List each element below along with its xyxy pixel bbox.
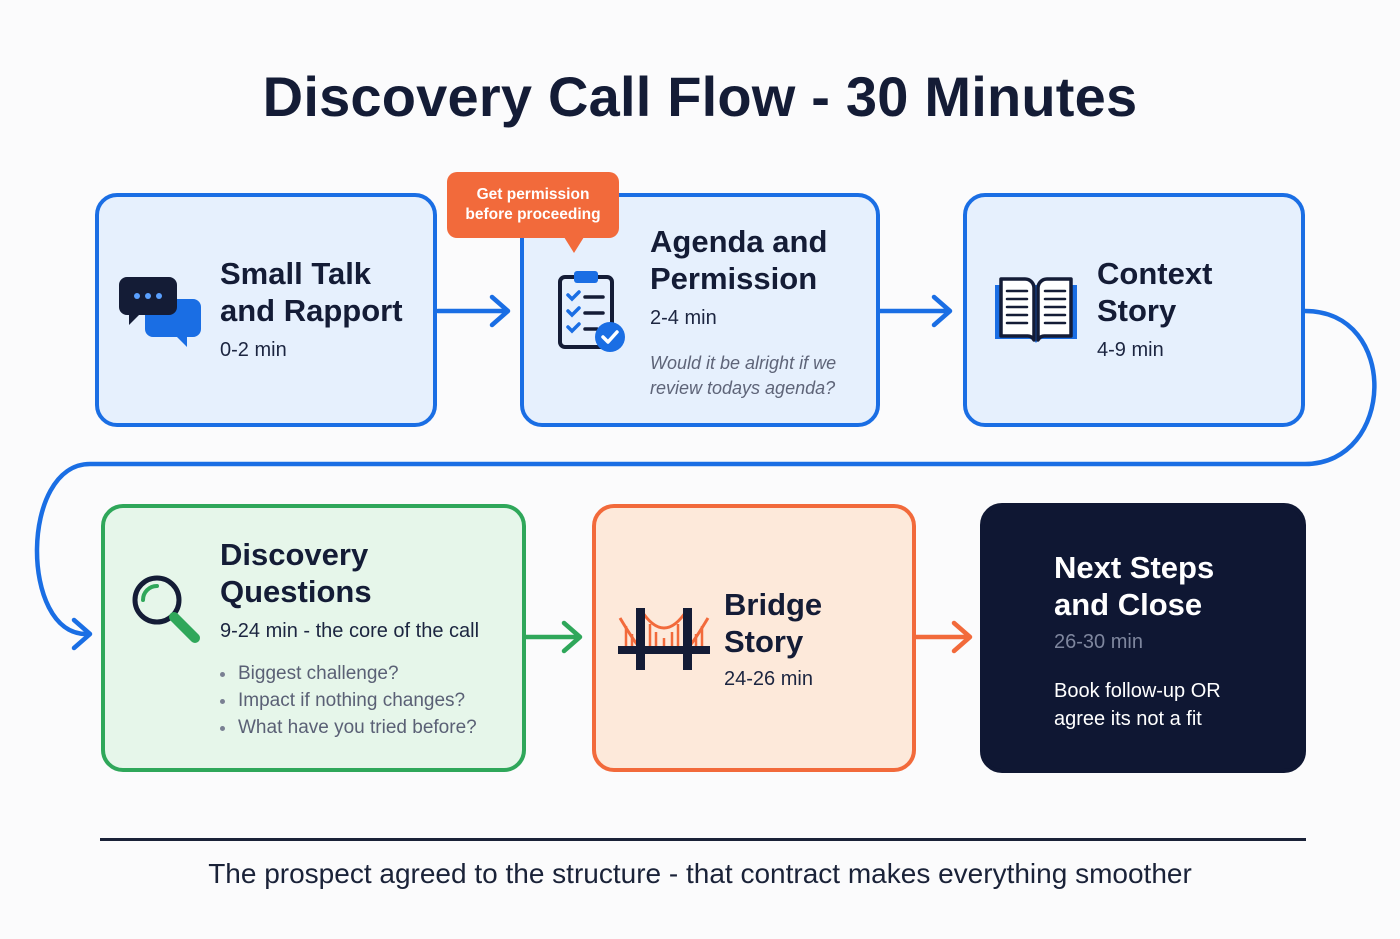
step-time: 4-9 min	[1097, 339, 1164, 361]
quote-line1: Would it be alright if we	[650, 353, 837, 373]
step-time: 0-2 min	[220, 339, 287, 361]
step-small-talk: Small Talk and Rapport 0-2 min	[95, 193, 437, 427]
step-title-line2: Story	[724, 624, 804, 659]
arrow-step2-to-step3	[877, 294, 953, 328]
step-title-line2: and Close	[1054, 587, 1203, 622]
step-time: 9-24 min - the core of the call	[220, 620, 480, 642]
step-context-story: Context Story 4-9 min	[963, 193, 1305, 427]
step-next-steps-close: Next Steps and Close 26-30 min Book foll…	[980, 503, 1306, 773]
note-line2: agree its not a fit	[1054, 708, 1202, 730]
step-bridge-story: Bridge Story 24-26 min	[592, 504, 916, 772]
step-title-line2: and Rapport	[220, 293, 403, 328]
step-title-line1: Discovery	[220, 537, 369, 572]
bridge-icon	[618, 608, 710, 670]
page-title: Discovery Call Flow - 30 Minutes	[262, 65, 1138, 128]
step-title-line1: Agenda and	[650, 224, 828, 259]
step-note: Book follow-up OR agree its not a fit	[1054, 677, 1221, 733]
open-book-icon	[995, 277, 1077, 343]
arrow-step4-to-step5	[523, 620, 583, 654]
callout-tail	[564, 237, 584, 253]
magnifier-icon	[132, 575, 200, 643]
checklist-clipboard-icon	[558, 271, 625, 352]
arrow-row-wrap	[34, 308, 1377, 637]
permission-callout: Get permission before proceeding	[447, 172, 619, 238]
list-item: Impact if nothing changes?	[218, 687, 477, 714]
step-title-line2: Questions	[220, 574, 372, 609]
step-time: 26-30 min	[1054, 631, 1143, 653]
step-title-line2: Story	[1097, 293, 1177, 328]
step-title-line2: Permission	[650, 261, 818, 296]
step-discovery-questions: Discovery Questions 9-24 min - the core …	[101, 504, 526, 772]
step-quote: Would it be alright if we review todays …	[650, 351, 836, 401]
callout-line2: before proceeding	[465, 206, 601, 223]
chat-bubbles-icon	[119, 277, 201, 347]
arrow-step1-to-step2	[435, 294, 511, 328]
step-time: 2-4 min	[650, 307, 717, 329]
list-item: What have you tried before?	[218, 714, 477, 741]
footer-caption: The prospect agreed to the structure - t…	[208, 858, 1192, 889]
note-line1: Book follow-up OR	[1054, 680, 1221, 702]
step-title-line1: Small Talk	[220, 256, 372, 291]
quote-line2: review todays agenda?	[650, 378, 836, 398]
arrow-step5-to-step6	[913, 620, 973, 654]
footer-divider	[100, 838, 1306, 841]
step-time: 24-26 min	[724, 668, 813, 690]
step-title-line1: Bridge	[724, 587, 823, 622]
step-title-line1: Context	[1097, 256, 1213, 291]
callout-line1: Get permission	[476, 186, 590, 203]
step-title-line1: Next Steps	[1054, 550, 1215, 585]
arrow-row-wrap-head	[71, 617, 93, 651]
discovery-question-list: Biggest challenge? Impact if nothing cha…	[218, 660, 477, 741]
list-item: Biggest challenge?	[218, 660, 477, 687]
